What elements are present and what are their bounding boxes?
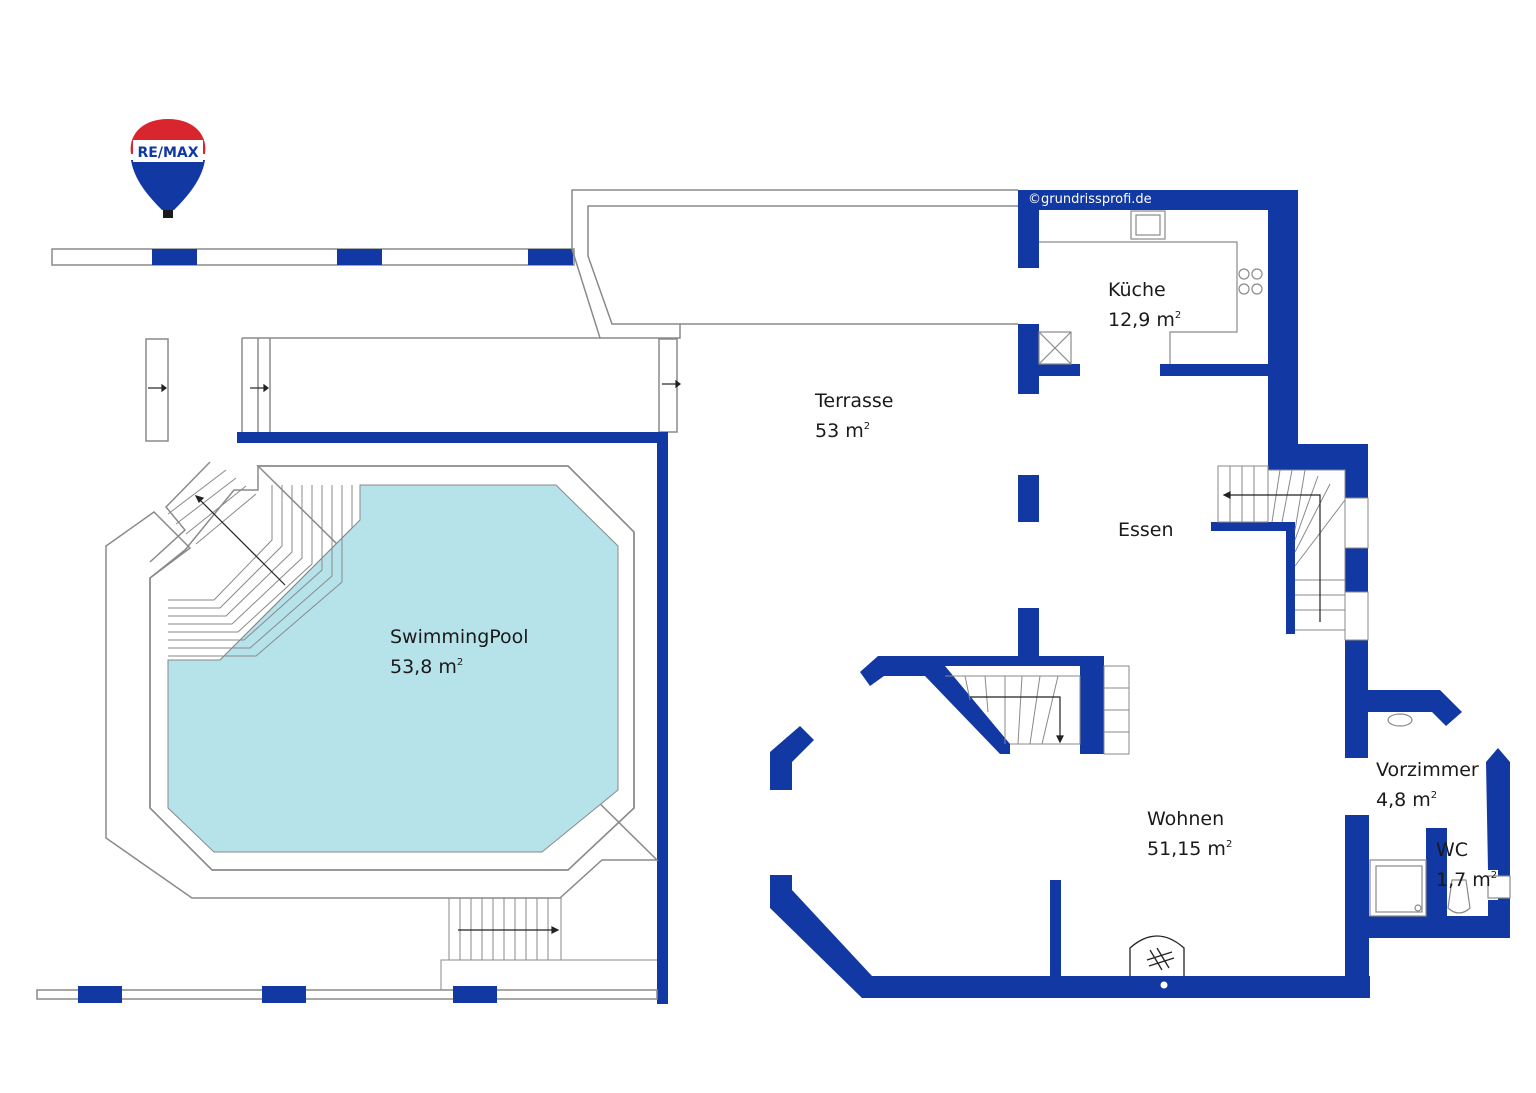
remax-logo-icon: RE/MAX [129,119,207,218]
room-label-terrasse: Terrasse 53 m2 [815,388,894,444]
room-name: Küche [1108,279,1166,301]
svg-text:RE/MAX: RE/MAX [137,145,198,161]
room-name: WC [1436,839,1469,861]
room-label-wohnen: Wohnen 51,15 m2 [1147,806,1232,862]
room-area: 4,8 m2 [1376,789,1438,811]
room-area: 12,9 m2 [1108,309,1182,331]
inner-staircase [945,665,1130,755]
north-fence [51,248,575,266]
terrace-outline [145,189,1018,442]
room-label-essen: Essen [1118,517,1174,543]
room-label-vorzimmer: Vorzimmer 4,8 m2 [1376,757,1479,813]
room-label-wc: WC 1,7 m2 [1436,837,1497,893]
kitchen-fixtures [1038,210,1263,365]
room-name: Terrasse [815,390,894,412]
room-name: Wohnen [1147,808,1225,830]
pool-walls [237,432,668,1004]
door-arrows [148,379,681,393]
house-walls [770,190,1510,998]
room-label-kueche: Küche 12,9 m2 [1108,277,1181,333]
wc-fixtures [1369,713,1511,917]
pool-deck [105,461,659,899]
room-area: 1,7 m2 [1436,869,1498,891]
room-name: SwimmingPool [390,626,529,648]
fireplace-icon [1129,935,1185,989]
room-area: 53,8 m2 [390,656,464,678]
room-name: Vorzimmer [1376,759,1479,781]
plan-credit: ©grundrissprofi.de [1028,192,1152,207]
pool-stair-arrow [194,495,286,586]
room-label-swimmingpool: SwimmingPool 53,8 m2 [390,624,529,680]
room-area: 53 m2 [815,420,871,442]
lower-stairs [440,897,657,990]
pool-stairs [167,469,353,661]
room-name: Essen [1118,519,1174,541]
south-fence [36,986,658,1003]
room-area: 51,15 m2 [1147,838,1233,860]
